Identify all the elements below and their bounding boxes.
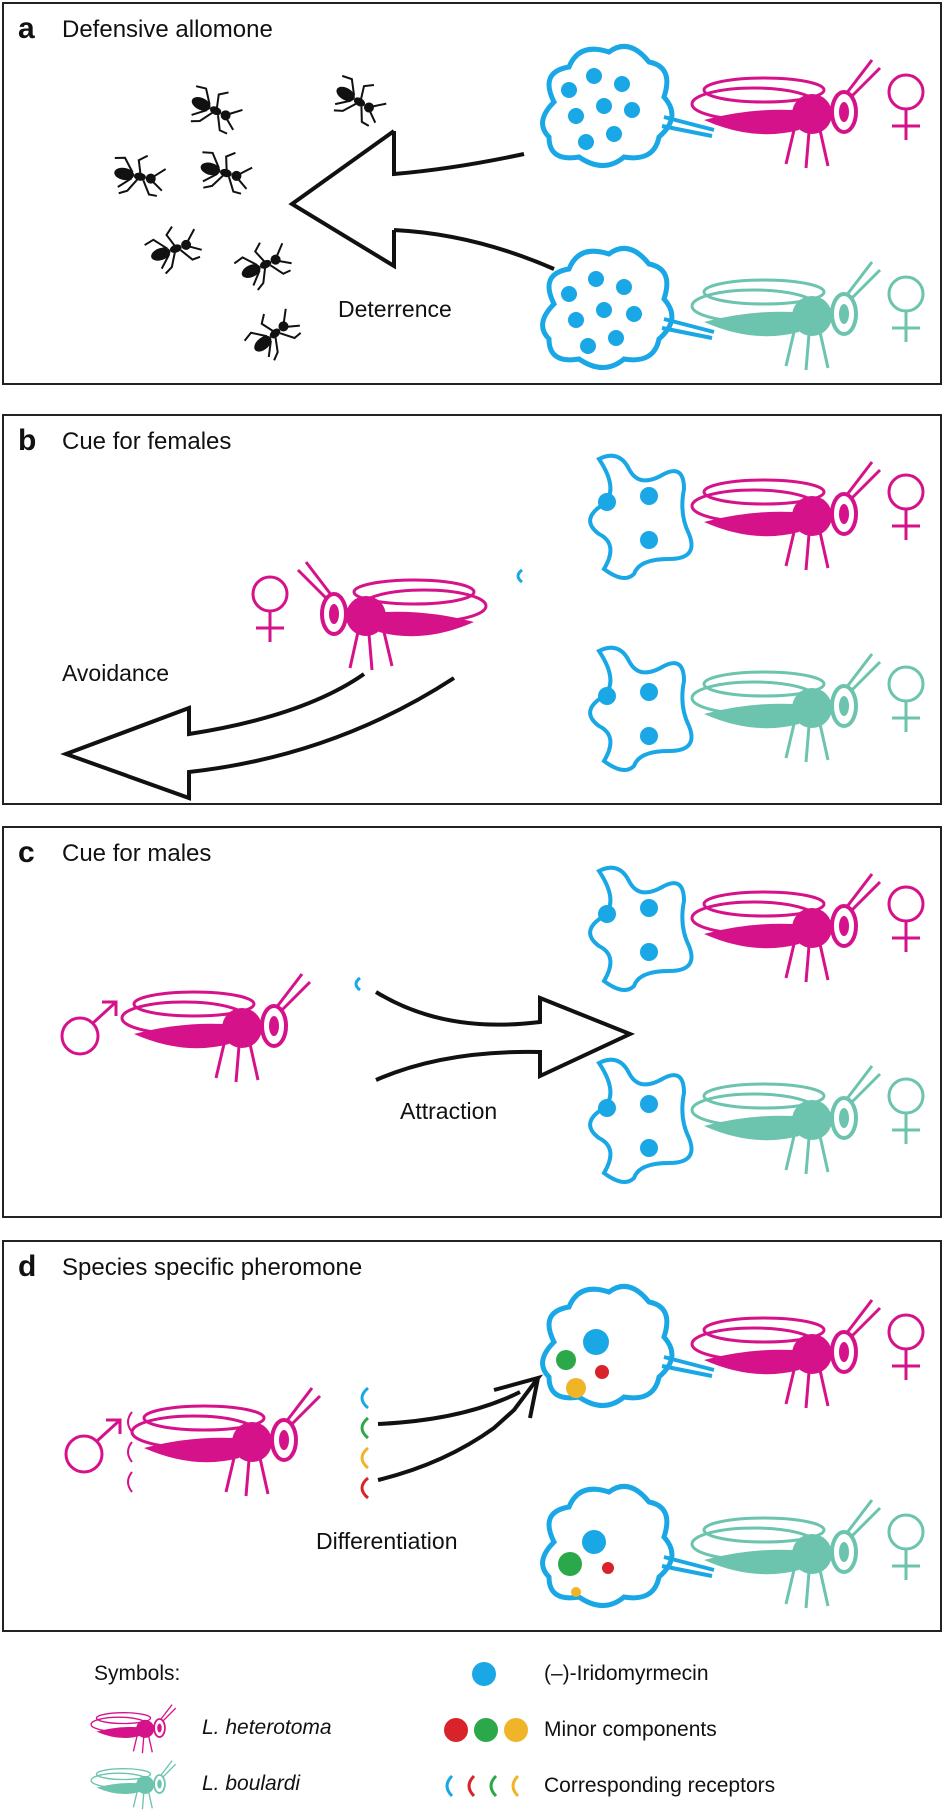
- iridomyrmecin-dots: [561, 68, 640, 150]
- panel-a-diagram: [107, 4, 925, 372]
- wasp-heterotoma-icon: [690, 460, 882, 572]
- female-symbol-icon: [887, 1513, 925, 1582]
- minor-yellow-icon: [504, 1718, 528, 1742]
- iridomyrmecin-dots: [561, 271, 642, 354]
- pheromone-blend-dots: [556, 1329, 609, 1398]
- legend-iridomyrmecin: (–)-Iridomyrmecin: [544, 1662, 709, 1685]
- pheromone-cloud-icon: [543, 1486, 714, 1605]
- wasp-boulardi-icon: [690, 1498, 882, 1610]
- symbols-legend: Symbols: L. heterotoma L. boulardi (–)-I…: [0, 1632, 946, 1813]
- ant-icon: [192, 143, 256, 200]
- pheromone-blend-dots: [558, 1530, 614, 1597]
- ant-icon: [140, 218, 207, 279]
- panel-d-diagram: [64, 1242, 925, 1610]
- panel-title: Cue for males: [62, 840, 212, 867]
- arrow-label: Attraction: [400, 1098, 498, 1124]
- panel-letter: b: [18, 424, 37, 457]
- deterrence-arrow: [288, 129, 555, 271]
- female-symbol-icon: [887, 665, 925, 734]
- cue-cloud-icon: [588, 453, 694, 580]
- differentiation-arrow: [377, 1374, 544, 1482]
- legend-minor: Minor components: [544, 1718, 717, 1741]
- wasp-boulardi-icon: [690, 1064, 882, 1176]
- legend-heading: Symbols:: [94, 1662, 181, 1685]
- ant-icon: [107, 149, 169, 202]
- ant-icon: [324, 67, 393, 133]
- ant-icon: [238, 300, 308, 368]
- avoidance-arrow: [60, 672, 456, 801]
- legend-graphics: [90, 1662, 528, 1811]
- wasp-heterotoma-icon: [296, 560, 488, 672]
- ant-icon: [180, 77, 248, 140]
- receptor-icon: [354, 976, 361, 992]
- minor-green-icon: [474, 1718, 498, 1742]
- female-symbol-icon: [887, 885, 925, 954]
- iridomyrmecin-icon: [472, 1662, 496, 1686]
- wasp-boulardi-icon: [690, 652, 882, 764]
- cue-cloud-icon: [588, 645, 694, 772]
- wasp-fanning-icon: [130, 1386, 322, 1498]
- male-symbol-icon: [60, 1000, 118, 1056]
- female-symbol-icon: [251, 575, 289, 644]
- attraction-arrow: [374, 990, 636, 1082]
- panel-a: a Defensive allomone Deterrence: [2, 2, 942, 385]
- panel-d: d Species specific pheromone Differentia…: [2, 1240, 942, 1632]
- panel-letter: a: [18, 12, 35, 45]
- legend-species-2: L. boulardi: [202, 1772, 301, 1795]
- receptor-legend-icon: [445, 1774, 520, 1798]
- female-symbol-icon: [887, 275, 925, 344]
- male-symbol-icon: [64, 1418, 122, 1474]
- wasp-heterotoma-icon: [690, 872, 882, 984]
- receptor-set-icon: [360, 1386, 370, 1500]
- panel-title: Defensive allomone: [62, 16, 273, 43]
- minor-red-icon: [444, 1718, 468, 1742]
- legend-species-1: L. heterotoma: [202, 1716, 332, 1739]
- wasp-boulardi-icon: [90, 1759, 177, 1811]
- panel-b-diagram: [60, 453, 925, 801]
- female-symbol-icon: [887, 473, 925, 542]
- arrow-label: Differentiation: [316, 1528, 458, 1554]
- panel-title: Cue for females: [62, 428, 232, 455]
- panel-c-diagram: [60, 865, 925, 1184]
- wasp-heterotoma-icon: [690, 1298, 882, 1410]
- wasp-heterotoma-icon: [690, 58, 882, 170]
- ant-icon: [229, 233, 297, 296]
- arrow-label: Avoidance: [62, 660, 169, 686]
- wasp-heterotoma-icon: [120, 972, 312, 1084]
- legend-receptors: Corresponding receptors: [544, 1774, 776, 1797]
- female-symbol-icon: [887, 1077, 925, 1146]
- panel-letter: c: [18, 836, 35, 869]
- panel-c: c Cue for males Attraction: [2, 826, 942, 1218]
- wasp-heterotoma-icon: [90, 1703, 177, 1755]
- female-symbol-icon: [887, 73, 925, 142]
- wasp-boulardi-icon: [690, 260, 882, 372]
- cue-cloud-icon: [588, 865, 694, 992]
- panel-title: Species specific pheromone: [62, 1254, 363, 1281]
- cue-cloud-icon: [588, 1057, 694, 1184]
- allomone-cloud-icon: [543, 248, 714, 367]
- panel-letter: d: [18, 1250, 37, 1283]
- panel-b: b Cue for females Avoidance: [2, 414, 942, 805]
- female-symbol-icon: [887, 1313, 925, 1382]
- receptor-icon: [516, 568, 523, 584]
- arrow-label: Deterrence: [338, 296, 452, 322]
